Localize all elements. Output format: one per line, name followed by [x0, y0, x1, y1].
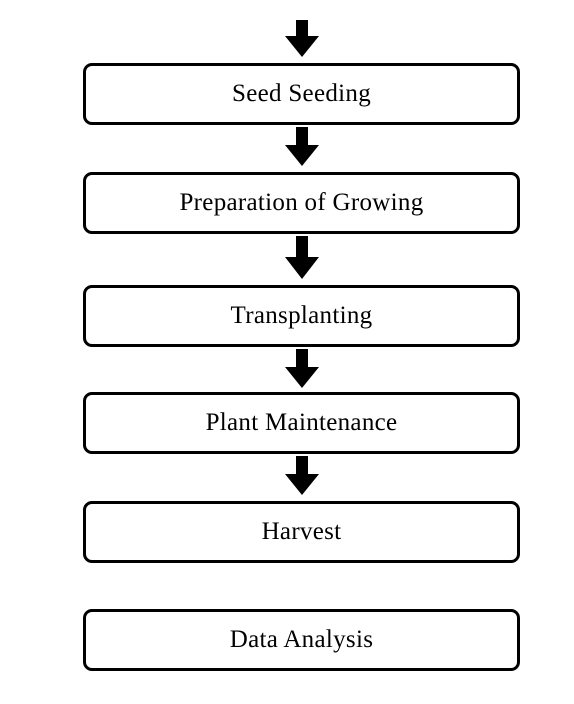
step-label: Plant Maintenance	[205, 409, 398, 436]
step-seed-seeding: Seed Seeding	[83, 63, 520, 125]
down-arrow-icon	[283, 236, 321, 280]
step-label: Preparation of Growing	[179, 189, 424, 216]
step-label: Transplanting	[230, 302, 373, 329]
step-preparation-of-growing: Preparation of Growing	[83, 172, 520, 234]
step-harvest: Harvest	[83, 501, 520, 563]
down-arrow-icon	[283, 20, 321, 58]
step-label: Data Analysis	[229, 626, 374, 653]
step-transplanting: Transplanting	[83, 285, 520, 347]
down-arrow-icon	[283, 127, 321, 167]
down-arrow-icon	[283, 349, 321, 389]
step-label: Harvest	[261, 518, 342, 545]
down-arrow-icon	[283, 456, 321, 496]
step-data-analysis: Data Analysis	[83, 609, 520, 671]
step-plant-maintenance: Plant Maintenance	[83, 392, 520, 454]
step-label: Seed Seeding	[232, 80, 371, 107]
